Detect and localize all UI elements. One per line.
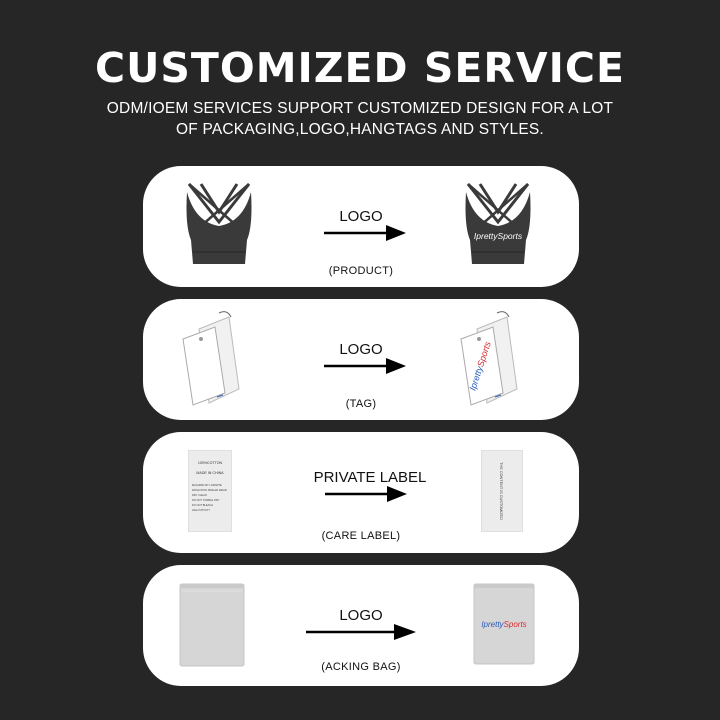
page-title: CUSTOMIZED SERVICE: [94, 44, 626, 92]
svg-text:DO NOT BLEACH: DO NOT BLEACH: [192, 503, 213, 507]
packing-bag-plain-icon: [179, 583, 245, 667]
svg-text:MADE IN CHINA: MADE IN CHINA: [196, 471, 224, 475]
arrow-right-icon: [325, 486, 407, 502]
svg-text:DO NOT TUMBLE DRY: DO NOT TUMBLE DRY: [192, 498, 220, 502]
product-action-label: LOGO: [339, 208, 383, 225]
arrow-right-icon: [324, 225, 406, 241]
svg-text:HIGH TATIVITY: HIGH TATIVITY: [192, 508, 210, 512]
arrow-right-icon: [306, 624, 416, 640]
subtitle-line-1: ODM/IOEM SERVICES SUPPORT CUSTOMIZED DES…: [106, 100, 614, 117]
svg-text:MACHINE WT LOW/WTE: MACHINE WT LOW/WTE: [192, 483, 222, 487]
tag-action-label: LOGO: [339, 341, 383, 358]
sports-bra-logo-icon: IprettySports: [458, 182, 538, 266]
svg-text:THE CONTENT IS CUSTOMIZED: THE CONTENT IS CUSTOMIZED: [499, 462, 503, 520]
care-label-plain-icon: 100%COTTON MADE IN CHINA MACHINE WT LOW/…: [188, 450, 232, 532]
hangtag-plain-icon: [179, 309, 245, 407]
care-label-card: 100%COTTON MADE IN CHINA MACHINE WT LOW/…: [143, 432, 579, 553]
svg-text:IprettySports: IprettySports: [481, 620, 526, 629]
packing-bag-caption: (ACKING BAG): [321, 661, 401, 673]
product-card: LOGO (PRODUCT) IprettySports: [143, 166, 579, 287]
svg-text:IprettySports: IprettySports: [474, 231, 523, 241]
packing-bag-action-label: LOGO: [339, 607, 383, 624]
page-subtitle: ODM/IOEM SERVICES SUPPORT CUSTOMIZED DES…: [0, 98, 720, 140]
packing-bag-card: LOGO (ACKING BAG) IprettySports: [143, 565, 579, 686]
svg-text:DRY CLEAN: DRY CLEAN: [192, 493, 207, 497]
tag-card: LOGO (TAG) IprettySports: [143, 299, 579, 420]
arrow-right-icon: [324, 358, 406, 374]
svg-text:WASH WITH SIMILAR WEAR: WASH WITH SIMILAR WEAR: [192, 488, 227, 492]
tag-caption: (TAG): [345, 398, 377, 410]
sports-bra-plain-icon: [179, 182, 259, 266]
svg-text:100%COTTON: 100%COTTON: [198, 461, 223, 465]
subtitle-line-2: OF PACKAGING,LOGO,HANGTAGS AND STYLES.: [176, 121, 544, 138]
packing-bag-logo-icon: IprettySports: [473, 583, 535, 665]
care-label-action-label: PRIVATE LABEL: [313, 469, 427, 486]
care-label-caption: (CARE LABEL): [321, 530, 401, 542]
product-caption: (PRODUCT): [328, 265, 394, 277]
hangtag-logo-icon: IprettySports: [457, 309, 523, 407]
care-label-custom-icon: THE CONTENT IS CUSTOMIZED: [481, 450, 523, 532]
